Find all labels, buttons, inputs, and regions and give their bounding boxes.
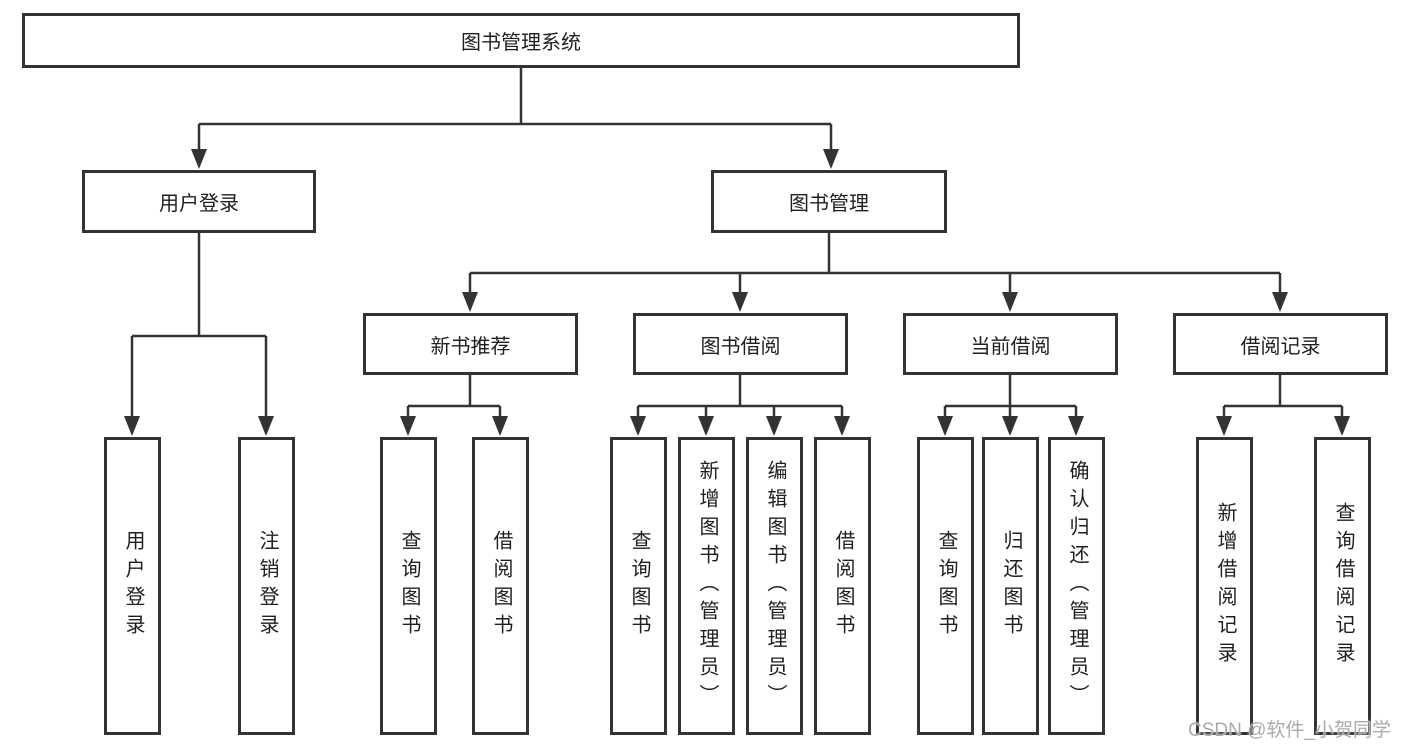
- leaf-borrow-book-label: 借阅图书: [832, 530, 854, 642]
- node-borrow-record: 借阅记录: [1173, 313, 1388, 375]
- node-book-borrow: 图书借阅: [633, 313, 848, 375]
- leaf-add-book-admin-label: 新增图书（管理员）: [696, 460, 718, 712]
- leaf-borrow-book-recommend-label: 借阅图书: [490, 530, 512, 642]
- arrowheads: [124, 149, 1350, 436]
- leaf-edit-book-admin-label: 编辑图书（管理员）: [764, 460, 786, 712]
- node-user-login: 用户登录: [82, 170, 316, 233]
- leaf-borrow-book-recommend: 借阅图书: [472, 437, 529, 735]
- leaf-query-book-current: 查询图书: [917, 437, 974, 735]
- node-borrow-record-label: 借阅记录: [1240, 335, 1321, 358]
- node-root-label: 图书管理系统: [461, 32, 581, 54]
- leaf-user-login: 用户登录: [104, 437, 161, 735]
- leaf-query-borrow-record-label: 查询借阅记录: [1332, 502, 1354, 670]
- node-book-management-label: 图书管理: [789, 193, 869, 215]
- leaf-add-book-admin: 新增图书（管理员）: [678, 437, 735, 735]
- leaf-borrow-book: 借阅图书: [814, 437, 871, 735]
- leaf-logout-label: 注销登录: [256, 530, 278, 642]
- leaf-return-book-label: 归还图书: [1000, 530, 1022, 642]
- leaf-add-borrow-record: 新增借阅记录: [1196, 437, 1253, 735]
- node-book-borrow-label: 图书借阅: [700, 335, 781, 358]
- leaf-query-book-borrow: 查询图书: [610, 437, 667, 735]
- leaf-confirm-return-admin: 确认归还（管理员）: [1048, 437, 1105, 735]
- leaf-user-login-label: 用户登录: [122, 530, 144, 642]
- leaf-confirm-return-admin-label: 确认归还（管理员）: [1066, 460, 1088, 712]
- leaf-query-borrow-record: 查询借阅记录: [1314, 437, 1371, 735]
- leaf-query-book-recommend: 查询图书: [380, 437, 437, 735]
- node-current-borrow-label: 当前借阅: [970, 335, 1051, 358]
- leaf-query-book-borrow-label: 查询图书: [628, 530, 650, 642]
- leaf-query-book-current-label: 查询图书: [935, 530, 957, 642]
- node-root: 图书管理系统: [22, 13, 1020, 68]
- node-book-management: 图书管理: [711, 170, 947, 233]
- leaf-edit-book-admin: 编辑图书（管理员）: [746, 437, 803, 735]
- node-new-book-recommend: 新书推荐: [363, 313, 578, 375]
- leaf-return-book: 归还图书: [982, 437, 1039, 735]
- leaf-query-book-recommend-label: 查询图书: [398, 530, 420, 642]
- node-new-book-recommend-label: 新书推荐: [430, 335, 511, 358]
- csdn-watermark: CSDN @软件_小贺同学: [1188, 720, 1391, 741]
- node-user-login-label: 用户登录: [159, 193, 239, 215]
- node-current-borrow: 当前借阅: [903, 313, 1118, 375]
- leaf-add-borrow-record-label: 新增借阅记录: [1214, 502, 1236, 670]
- leaf-logout: 注销登录: [238, 437, 295, 735]
